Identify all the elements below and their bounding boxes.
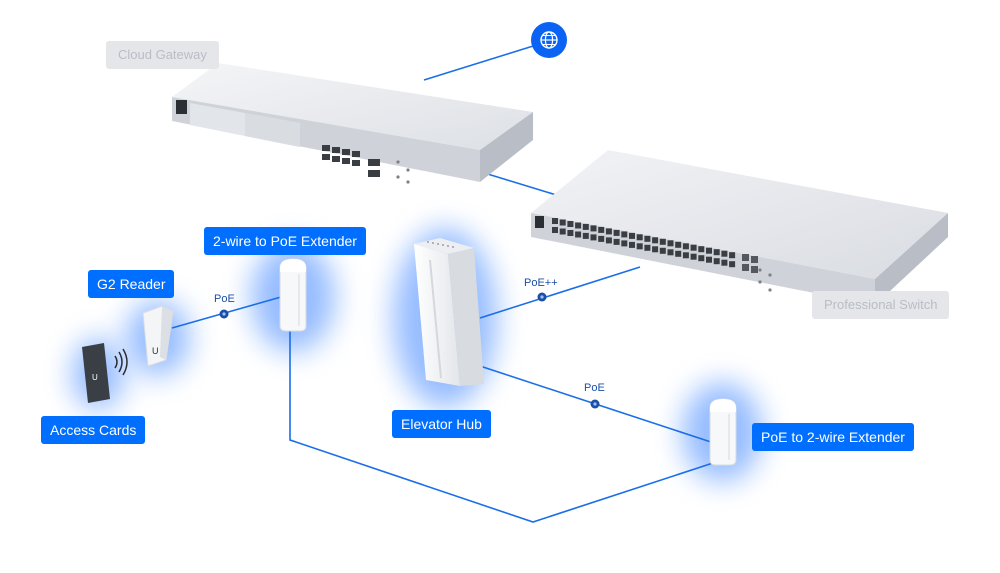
cloud-gateway-device <box>172 63 533 184</box>
switch-port <box>552 218 558 224</box>
professional-switch-label: Professional Switch <box>812 291 950 319</box>
switch-port <box>575 231 582 238</box>
switch-ports <box>552 218 758 273</box>
switch-port <box>552 227 558 233</box>
switch-port <box>706 247 712 254</box>
switch-port <box>698 255 705 262</box>
switch-port <box>636 243 643 250</box>
switch-port <box>713 258 720 265</box>
hub-to-switch-line <box>479 266 641 319</box>
switch-port <box>590 225 597 232</box>
switch-port <box>644 235 651 242</box>
hub-to-extender-poe-label: PoE <box>584 382 605 394</box>
switch-port <box>613 229 620 236</box>
switch-port <box>659 238 666 245</box>
reader-logo-icon: U <box>152 346 159 356</box>
switch-port <box>713 249 720 256</box>
switch-port <box>598 226 605 233</box>
elevator-hub-label: Elevator Hub <box>392 410 491 438</box>
switch-port <box>598 235 605 242</box>
g2-reader-label: G2 Reader <box>88 270 175 298</box>
card-logo-icon: U <box>92 373 98 382</box>
two-wire-to-poe-extender-label: 2-wire to PoE Extender <box>204 227 366 255</box>
switch-port <box>652 246 659 253</box>
switch-port <box>659 247 666 254</box>
switch-port <box>636 234 643 241</box>
access-card-device: U <box>82 343 110 403</box>
cloud-gateway-label: Cloud Gateway <box>106 41 219 69</box>
switch-port <box>613 238 620 245</box>
switch-port <box>575 222 582 229</box>
switch-port <box>567 221 574 227</box>
switch-port <box>567 230 574 236</box>
poe-to-two-wire-extender-label: PoE to 2-wire Extender <box>752 423 914 451</box>
switch-port <box>621 240 628 247</box>
nfc-wave-icon <box>114 348 128 376</box>
switch-port <box>605 228 612 235</box>
gateway-to-internet-line <box>423 41 547 81</box>
switch-port <box>582 232 589 239</box>
switch-port <box>682 243 689 250</box>
switch-port <box>621 231 628 238</box>
poe-to-two-wire-extender-device <box>709 398 737 466</box>
switch-port <box>667 240 674 247</box>
switch-sfp-port <box>751 266 758 273</box>
globe-icon <box>531 22 567 58</box>
g2-reader-device: U <box>142 305 174 367</box>
switch-port <box>605 237 612 244</box>
elevator-hub-device <box>414 238 484 386</box>
switch-port <box>667 249 674 256</box>
switch-port <box>629 232 635 239</box>
professional-switch-device <box>531 150 948 305</box>
switch-port <box>706 256 712 263</box>
switch-port <box>698 246 705 253</box>
switch-port <box>644 244 651 251</box>
extender-loop-line <box>289 330 717 523</box>
switch-sfp-port <box>751 256 758 263</box>
hub-top-leds <box>427 241 454 248</box>
hub-to-switch-poe-label: PoE++ <box>524 277 558 289</box>
switch-port <box>559 228 566 235</box>
reader-to-extender-poe-label: PoE <box>214 293 235 305</box>
two-wire-to-poe-extender-device <box>279 258 307 332</box>
connection-dots <box>219 292 600 409</box>
switch-port <box>682 252 689 259</box>
switch-port <box>690 253 697 260</box>
switch-port <box>582 223 589 230</box>
switch-port <box>690 244 697 251</box>
gateway-ports <box>322 145 380 177</box>
access-cards-label: Access Cards <box>41 416 146 444</box>
switch-port <box>675 241 682 248</box>
switch-port <box>721 250 728 257</box>
switch-sfp-port <box>742 264 749 271</box>
switch-sfp-port <box>742 254 749 261</box>
switch-port <box>721 259 728 266</box>
switch-port <box>729 261 736 268</box>
switch-port <box>675 250 682 257</box>
switch-port <box>590 234 597 241</box>
switch-port <box>559 219 566 226</box>
switch-port <box>729 252 736 259</box>
switch-port <box>652 237 659 244</box>
switch-port <box>629 241 635 248</box>
